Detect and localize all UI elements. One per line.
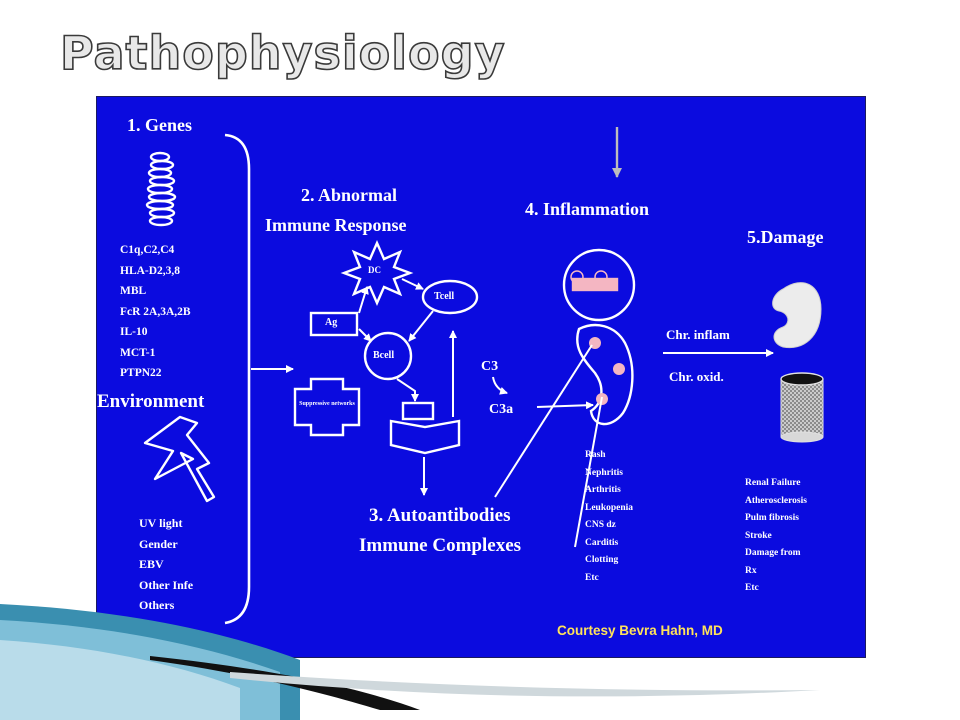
environment-list: UV light Gender EBV Other Infe Others xyxy=(139,513,193,616)
inflammation-heading: 4. Inflammation xyxy=(525,199,650,219)
patient-figure-icon xyxy=(562,248,636,426)
list-item: Renal Failure xyxy=(745,478,801,488)
pink-dot-2 xyxy=(613,363,625,375)
arrow-bcell-antibody xyxy=(396,378,419,402)
damage-arrow-label-2: Chr. oxid. xyxy=(669,369,724,384)
list-item: Atherosclerosis xyxy=(745,495,807,506)
list-item: Carditis xyxy=(585,537,619,548)
dc-label: DC xyxy=(368,265,381,275)
suppressive-networks-label: Suppressive networks xyxy=(299,401,355,407)
line-to-autoantibodies-1 xyxy=(494,344,593,498)
kidney-icon xyxy=(772,282,822,349)
list-item: Etc xyxy=(585,572,599,583)
list-item: Leukopenia xyxy=(585,502,634,513)
list-item: FcR 2A,3A,2B xyxy=(120,305,191,318)
arrow-c3-c3a xyxy=(492,376,508,395)
pathophysiology-diagram: 1. Genes C1q,C2,C4 HLA-D2,3,8 MBL FcR 2A… xyxy=(96,96,866,658)
vessel-icon xyxy=(780,372,824,443)
list-item: Nephritis xyxy=(585,467,623,478)
lightning-icon xyxy=(143,415,216,503)
damage-arrow-label-1: Chr. inflam xyxy=(666,327,730,342)
autoantibodies-heading-line2: Immune Complexes xyxy=(359,535,522,556)
immune-response-heading-line2: Immune Response xyxy=(265,215,407,235)
list-item: Damage from xyxy=(745,548,801,558)
genes-list: C1q,C2,C4 HLA-D2,3,8 MBL FcR 2A,3A,2B IL… xyxy=(120,240,191,384)
deco-pale-band xyxy=(0,640,240,720)
list-item: Stroke xyxy=(745,530,772,541)
tcell-node xyxy=(421,279,479,315)
genes-heading: 1. Genes xyxy=(127,115,192,135)
tcell-label: Tcell xyxy=(434,291,455,302)
list-item: Other Infe xyxy=(139,577,194,592)
bcell-label: Bcell xyxy=(373,350,395,361)
list-item: HLA-D2,3,8 xyxy=(120,264,181,277)
antibody-icon xyxy=(389,401,461,455)
damage-heading: 5.Damage xyxy=(747,227,824,247)
list-item: Rx xyxy=(745,565,757,576)
symptoms-list: Rash Nephritis Arthritis Leukopenia CNS … xyxy=(585,447,633,587)
list-item: C1q,C2,C4 xyxy=(120,244,175,256)
dna-icon xyxy=(145,151,177,227)
bcell-node xyxy=(363,331,413,381)
list-item: MBL xyxy=(120,285,147,297)
arrow-c3a-figure xyxy=(536,401,594,410)
damage-list: Renal Failure Atherosclerosis Pulm fibro… xyxy=(745,475,807,598)
c3a-label: C3a xyxy=(489,402,514,417)
list-item: Etc xyxy=(745,583,759,593)
list-item: Rash xyxy=(585,450,606,460)
list-item: UV light xyxy=(139,516,183,530)
ag-node xyxy=(309,311,359,337)
autoantibodies-heading-line1: 3. Autoantibodies xyxy=(369,505,511,526)
list-item: CNS dz xyxy=(585,520,616,530)
ag-label: Ag xyxy=(325,317,338,328)
credit-line: Courtesy Bevra Hahn, MD xyxy=(557,623,723,638)
arrow-ag-bcell xyxy=(358,328,372,342)
environment-heading: Environment xyxy=(97,391,205,412)
immune-response-heading-line1: 2. Abnormal xyxy=(301,185,398,205)
arrow-ag-dc xyxy=(358,286,369,314)
list-item: PTPN22 xyxy=(120,367,162,379)
list-item: MCT-1 xyxy=(120,346,156,359)
arrow-tcell-bcell xyxy=(408,310,434,342)
list-item: IL-10 xyxy=(120,326,148,338)
list-item: Others xyxy=(139,598,175,612)
list-item: Gender xyxy=(139,536,178,551)
slide-decoration xyxy=(0,604,820,720)
line-to-autoantibodies-2 xyxy=(574,396,603,548)
diagram-graphics xyxy=(143,127,824,625)
list-item: Clotting xyxy=(585,555,619,565)
bracket-line xyxy=(224,133,251,625)
suppressive-networks-node xyxy=(293,377,361,437)
arrow-dc-tcell xyxy=(401,278,424,290)
dc-cell-icon xyxy=(340,240,414,306)
c3-label: C3 xyxy=(481,359,499,374)
list-item: Pulm fibrosis xyxy=(745,513,799,523)
list-item: EBV xyxy=(139,557,164,571)
deco-gray-swoosh xyxy=(230,672,820,697)
list-item: Arthritis xyxy=(585,485,621,495)
slide-title: Pathophysiology xyxy=(59,25,506,81)
